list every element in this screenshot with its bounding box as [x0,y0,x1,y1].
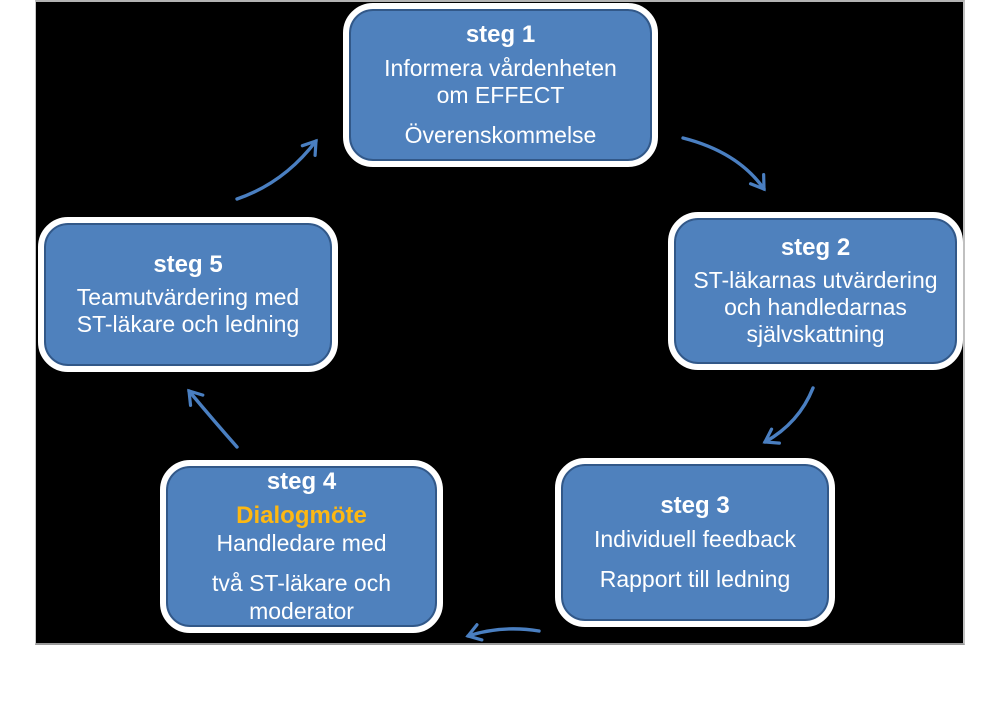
step-paragraph: Dialogmöte Handledare med [216,502,386,557]
step-text-line: moderator [249,597,354,624]
step-paragraph: Teamutvärdering med ST-läkare och lednin… [77,284,299,338]
step-paragraph: Informera vårdenheten om EFFECT [384,55,617,109]
step-paragraph: Överenskommelse [405,122,597,149]
step-box-steg-3: steg 3 Individuell feedback Rapport till… [555,458,835,627]
step-title: steg 2 [780,233,851,261]
step-title: steg 4 [266,468,337,496]
step-text-line: Handledare med [216,530,387,557]
step-text-line: självskattning [746,321,885,348]
step-text-line: Informera vårdenheten [384,54,617,81]
step-text-line: Individuell feedback [593,525,797,552]
step-title: steg 5 [153,250,223,278]
step-paragraph: Individuell feedback [594,526,796,553]
step-highlight-text: Dialogmöte [236,501,367,529]
step-box-steg-2: steg 2 ST-läkarnas utvärdering och handl… [668,212,963,370]
step-box-steg-5: steg 5 Teamutvärdering med ST-läkare och… [38,217,338,372]
step-text-line: och handledarnas [724,294,907,321]
step-box-steg-1: steg 1 Informera vårdenheten om EFFECT Ö… [343,3,658,167]
step-title: steg 1 [465,21,536,49]
step-text-line: Teamutvärdering med [76,284,300,311]
step-box-steg-4: steg 4 Dialogmöte Handledare med två ST-… [160,460,443,633]
step-text-line: om EFFECT [436,81,565,108]
step-paragraph: två ST-läkare och moderator [212,570,391,624]
step-text-line: ST-läkarnas utvärdering [693,267,938,294]
step-text-line: Överenskommelse [404,121,597,148]
step-text-line: ST-läkare och ledning [76,311,300,338]
step-title: steg 3 [660,492,730,520]
step-text-line: två ST-läkare och [212,570,391,597]
step-text-line: Rapport till ledning [599,565,791,592]
step-paragraph: Rapport till ledning [600,566,791,593]
step-paragraph: ST-läkarnas utvärdering och handledarnas… [693,267,937,348]
